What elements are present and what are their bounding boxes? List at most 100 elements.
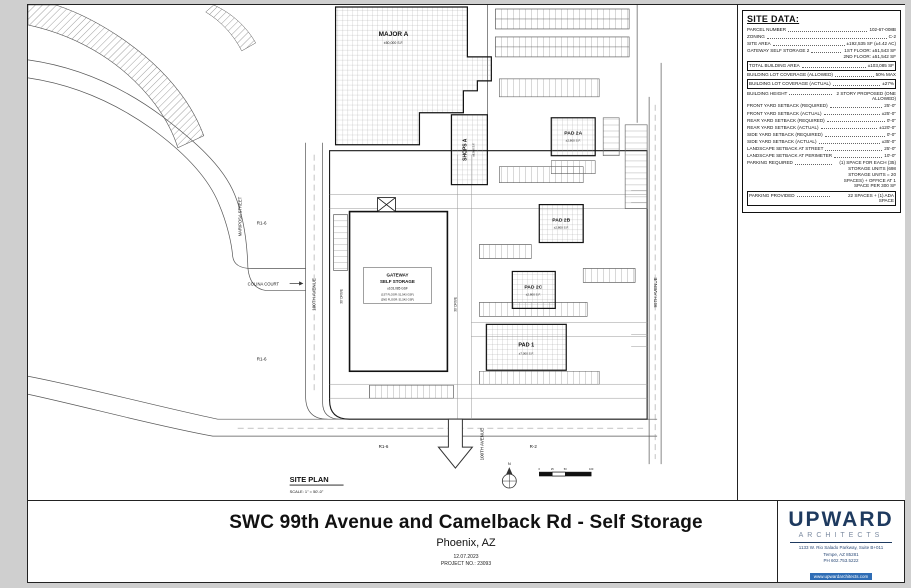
site-data-box: SITE DATA: PARCEL NUMBER 102-67-008B ZON… — [742, 10, 901, 214]
buildings — [334, 6, 596, 373]
pad-2a-label: PAD 2A — [564, 131, 582, 137]
site-data-row-label: GATEWAY SELF STORAGE 2 — [747, 48, 810, 54]
storage-label-box — [363, 267, 432, 304]
dotted-leader — [820, 125, 878, 130]
site-data-rows: PARCEL NUMBER 102-67-008B ZONING C-2 SIT… — [747, 27, 896, 206]
site-data-row-value: 0'-0" — [886, 117, 896, 123]
scale-tick-50: 50 — [564, 467, 567, 471]
site-data-row-value: 22 SPACES + (1) ADA SPACE — [848, 192, 894, 204]
pad-1-label: PAD 1 — [518, 342, 534, 348]
site-data-row-value: ±192,535 SF (±4.42 AC) — [846, 41, 896, 47]
pad-2c-label: PAD 2C — [524, 284, 542, 290]
site-data-row: PARCEL NUMBER 102-67-008B — [747, 27, 896, 33]
dotted-leader — [826, 118, 885, 123]
dotted-leader — [818, 139, 880, 144]
site-data-row: PARKING PROVIDED 22 SPACES + (1) ADA SPA… — [747, 190, 896, 206]
site-data-row: LANDSCAPE SETBACK AT PERIMETER 10'-0" — [747, 153, 896, 159]
pad-2b-building — [538, 203, 584, 244]
architect-address-line2: Tempe, AZ 85281 — [823, 551, 859, 557]
site-data-row-label: SIDE YARD SETBACK (ACTUAL) — [747, 139, 817, 145]
site-data-row: SITE AREA ±192,535 SF (±4.42 AC) — [747, 41, 896, 47]
site-data-row: LANDSCAPE SETBACK AT STREET 25'-0" — [747, 146, 896, 152]
site-data-row-value: ±35'-0" — [881, 139, 896, 145]
roads — [28, 5, 662, 465]
site-data-row-value: 1ST FLOOR: ±51,543 SF 2ND FLOOR: ±51,542… — [843, 48, 896, 60]
site-data-row-value: C-2 — [888, 34, 896, 40]
dotted-leader — [789, 91, 832, 96]
storage-canopy — [377, 197, 396, 212]
site-data-row: REAR YARD SETBACK (REQUIRED) 0'-0" — [747, 118, 896, 124]
dotted-leader — [772, 41, 845, 46]
site-data-row: SIDE YARD SETBACK (REQUIRED) 0'-0" — [747, 132, 896, 138]
pad-2a-area-label: ±2,800 S.F. — [566, 139, 581, 143]
project-number: PROJECT NO.: 23093 — [440, 561, 492, 567]
title-block-center: SWC 99th Avenue and Camelback Rd - Self … — [28, 501, 904, 582]
pad-2b-label: PAD 2B — [552, 218, 570, 224]
scale-bar: 0 25 50 100 — [539, 467, 594, 477]
pad-2a-building — [550, 117, 596, 157]
storage-floor1-label: (1ST FLOOR: 51,543 GSF) — [381, 292, 414, 296]
zone-r16-label-a: R1-6 — [257, 221, 267, 226]
scale-tick-0: 0 — [539, 467, 541, 471]
shops-a-area-label: ±8,000 S.F. — [471, 142, 475, 156]
site-data-row-label: FRONT YARD SETBACK (REQUIRED) — [747, 103, 828, 109]
site-plan-drawing: MAJOR A ±50,000 S.F. SHOPS A ±8,000 S.F.… — [28, 5, 662, 494]
site-data-row-value: 102-67-008B — [869, 27, 896, 32]
storage-name-line2: SELF STORAGE — [380, 279, 415, 284]
site-data-row-value: 50% MAX — [875, 72, 896, 78]
dotted-leader — [766, 34, 887, 39]
avenue-99-label: 99TH AVENUE — [653, 277, 658, 307]
zone-r16-label-b: R1-6 — [257, 356, 267, 361]
dotted-leader — [834, 72, 874, 77]
site-data-row: REAR YARD SETBACK (ACTUAL) ±120'-0" — [747, 125, 896, 131]
colina-court-label: COLINA COURT — [248, 281, 280, 286]
architect-logo-name: UPWARD — [788, 508, 894, 531]
major-a-building — [334, 6, 492, 146]
dotted-leader — [829, 103, 883, 109]
title-block: SWC 99th Avenue and Camelback Rd - Self … — [28, 501, 904, 582]
storage-floor2-label: (2ND FLOOR: 51,542 GSF) — [381, 297, 414, 301]
plan-title-group: SITE PLAN SCALE: 1" = 50'-0" — [290, 475, 344, 494]
site-data-row-label: FRONT YARD SETBACK (ACTUAL) — [747, 110, 822, 116]
dotted-leader — [834, 153, 883, 158]
pad-2c-building — [511, 270, 556, 309]
north-arrow: N — [501, 461, 517, 489]
architect-address-line1: 1133 W. Rio Salado Parkway, Suite B+011 — [798, 545, 884, 550]
site-data-row: ZONING C-2 — [747, 34, 896, 40]
site-data-row-value: ±103,085 SF — [867, 63, 894, 69]
property-boundary — [329, 150, 648, 420]
site-data-title: SITE DATA: — [747, 14, 800, 24]
right-panel: SITE DATA: PARCEL NUMBER 102-67-008B ZON… — [738, 5, 905, 501]
north-label: N — [508, 461, 511, 466]
pad-1-area-label: ±7,000 S.F. — [519, 351, 534, 355]
drive-right-label: 30' DRIVE — [453, 297, 457, 312]
shops-a-label: SHOPS A — [462, 138, 468, 161]
sheet: MAJOR A ±50,000 S.F. SHOPS A ±8,000 S.F.… — [27, 4, 905, 583]
site-data-row: FRONT YARD SETBACK (REQUIRED) 25'-0" — [747, 103, 896, 109]
site-data-row: BUILDING LOT COVERAGE (ALLOWED) 50% MAX — [747, 72, 896, 78]
dotted-leader — [796, 193, 830, 198]
site-data-row-label: PARKING REQUIRED — [747, 160, 793, 166]
dotted-leader — [788, 27, 868, 32]
site-data-row-label: PARKING PROVIDED — [749, 192, 795, 198]
architect-logo-block: UPWARD ARCHITECTS 1133 W. Rio Salado Par… — [777, 501, 904, 582]
road-centerlines — [237, 104, 656, 460]
mariposa-street-label: MARIPOSA STREET — [238, 196, 243, 236]
parking-stalls — [333, 8, 648, 399]
logo-divider — [790, 542, 892, 543]
site-data-row: BUILDING LOT COVERAGE (ACTUAL) ±27% — [747, 79, 896, 90]
major-a-area-label: ±50,000 S.F. — [384, 41, 404, 45]
shops-a-building — [450, 114, 488, 186]
project-title: SWC 99th Avenue and Camelback Rd - Self … — [229, 512, 703, 533]
zone-r16-label-c: R1-6 — [379, 444, 389, 449]
storage-building — [348, 210, 449, 373]
landscape-hatch — [28, 5, 257, 149]
site-data-row: PARKING REQUIRED (1) SPACE FOR EACH (35)… — [747, 160, 896, 189]
site-data-row: FRONT YARD SETBACK (ACTUAL) ±25'-0" — [747, 111, 896, 117]
dotted-leader — [823, 111, 880, 116]
architect-phone: PH 602.753.5222 — [823, 558, 859, 564]
south-entry-arrow — [437, 418, 474, 469]
storage-area-label: ±103,085 GSF — [387, 286, 408, 290]
site-data-row-label: REAR YARD SETBACK (REQUIRED) — [747, 117, 825, 123]
avenue-100-label-south: 100TH AVENUE — [479, 428, 484, 461]
